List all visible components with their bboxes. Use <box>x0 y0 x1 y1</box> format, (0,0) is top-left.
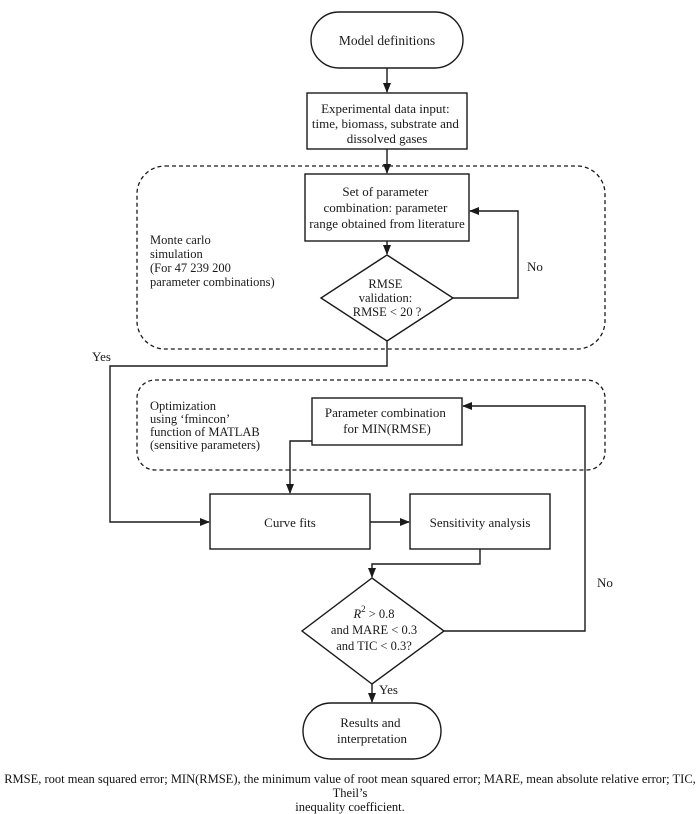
experimental-input-node <box>306 92 468 150</box>
arrow-rmse-yes-to-curve-fits <box>109 341 388 526</box>
optimization-group <box>136 379 606 471</box>
arrow-sensitivity-to-criteria <box>368 549 481 578</box>
edge-label-yes-lower: Yes <box>379 682 398 697</box>
fit-criteria-line3: and TIC < 0.3? <box>336 639 412 653</box>
curve-fits-label: Curve fits <box>264 515 316 530</box>
parameter-set-label: Set of parameter combination: parameter … <box>309 184 465 231</box>
arrow-criteria-no-loop <box>444 402 586 632</box>
results-label: Results and interpretation <box>337 715 408 746</box>
figure-caption: RMSE, root mean squared error; MIN(RMSE)… <box>0 772 700 814</box>
edge-label-no-upper: No <box>527 259 543 274</box>
edge-label-no-lower: No <box>597 575 613 590</box>
parameter-min-label: Parameter combination for MIN(RMSE) <box>325 405 449 436</box>
arrow-rmse-no-loop <box>453 207 519 299</box>
rmse-validation-label: RMSE validation: RMSE < 20 ? <box>353 277 422 319</box>
model-definitions-label: Model definitions <box>339 33 435 48</box>
curve-fits-node <box>209 493 371 550</box>
fit-criteria-line1: R2 > 0.8 <box>352 604 394 621</box>
experimental-input-label: Experimental data input: time, biomass, … <box>312 101 462 146</box>
arrow-parameter-min-to-curve-fits <box>286 440 312 494</box>
optimization-note: Optimization using ‘fmincon’ function of… <box>150 399 263 452</box>
sensitivity-analysis-label: Sensitivity analysis <box>430 515 531 530</box>
results-node <box>302 702 442 760</box>
parameter-set-node <box>304 173 470 242</box>
parameter-min-node <box>311 397 463 446</box>
caption-line-2: inequality coefficient. <box>295 800 405 814</box>
caption-line-1: RMSE, root mean squared error; MIN(RMSE)… <box>4 772 696 800</box>
sensitivity-analysis-node <box>409 493 551 550</box>
edge-label-yes-upper: Yes <box>92 349 111 364</box>
monte-carlo-note: Monte carlo simulation (For 47 239 200 p… <box>150 233 275 289</box>
monte-carlo-group <box>136 165 606 350</box>
fit-criteria-line2: and MARE < 0.3 <box>331 623 417 637</box>
